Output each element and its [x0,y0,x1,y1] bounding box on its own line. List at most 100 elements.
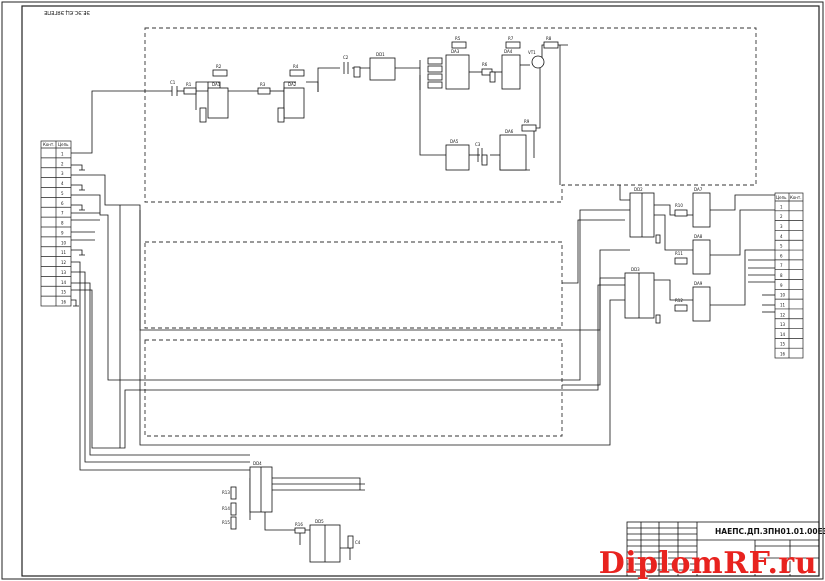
left-table-header-1: Конт. [43,142,55,147]
right-table-contact-number: 6 [780,253,783,258]
da6-body [499,134,527,171]
right-table-contact-number: 14 [780,332,786,337]
right-table-contact-number: 13 [780,322,786,327]
label-da6: DA6 [505,129,514,134]
right-table-contact-number: 4 [780,234,783,239]
right-table-contact-number: 8 [780,273,783,278]
right-table-header-2: Конт. [790,195,802,200]
label-r5: R5 [455,36,461,41]
label-da3: DA3 [451,49,460,54]
document-code: НАЕПС.ДП.ЗПН01.01.00ЕЭ [715,527,825,536]
left-table-contact-number: 8 [61,221,64,226]
label-r8: R8 [546,36,552,41]
label-r9: R9 [524,119,530,124]
right-table-contact-number: 11 [780,302,786,307]
da7-body [692,192,711,228]
label-r11: R11 [675,251,683,256]
left-table-contact-number: 2 [61,161,64,166]
component-bodies [171,41,711,563]
label-r4: R4 [293,64,299,69]
label-da2: DA2 [288,82,297,87]
label-r3: R3 [260,82,266,87]
right-table-contact-number: 7 [780,263,783,268]
label-dd2: DD2 [634,187,643,192]
right-table-contact-number: 5 [780,244,783,249]
label-r16: R16 [295,522,303,527]
label-r12: R12 [675,298,683,303]
dd3-body [624,272,655,319]
label-r15: R15 [222,520,230,525]
da3-body [445,54,470,90]
label-r2: R2 [216,64,222,69]
dashed-blocks [144,27,757,437]
left-table-contact-number: 6 [61,201,64,206]
left-table-contact-number: 15 [61,290,67,295]
watermark-logo: DiplomRF.ru [598,546,817,581]
label-r14: R14 [222,506,230,511]
left-table-contact-number: 3 [61,171,64,176]
left-table-contact-number: 9 [61,230,64,235]
label-r7: R7 [508,36,514,41]
da9-body [692,286,711,322]
corner-code: ЭЕ.ЭС.ЄЦ.ЭЯГЕПЕ [44,9,90,15]
title-block [626,521,820,577]
da1-body [207,87,229,119]
label-r10: R10 [675,203,683,208]
da4-body [501,54,521,90]
wiring [71,44,775,560]
right-table-header-1: Цепь [776,195,787,200]
label-r6: R6 [482,62,488,67]
left-table-contact-number: 14 [61,280,67,285]
component-labels: C1 R1 R2 DA1 R3 R4 DA2 C2 DD1 R5 DA3 R6 … [170,36,703,545]
label-dd5: DD5 [315,519,324,524]
right-table-contact-number: 9 [780,283,783,288]
label-da4: DA4 [504,49,513,54]
label-r1: R1 [186,82,192,87]
block-middle [144,241,563,329]
da5-body [445,144,470,171]
left-table-header-2: Цепь [58,142,69,147]
label-vt1: VT1 [528,50,536,55]
left-table-contact-number: 13 [61,270,67,275]
right-table-contact-number: 1 [780,204,783,209]
label-da8: DA8 [694,234,703,239]
da8-body [692,239,711,275]
block-bottom [144,339,563,437]
left-table-contact-number: 11 [61,250,67,255]
block-top [144,27,757,203]
dd1-body [369,57,396,81]
label-dd3: DD3 [631,267,640,272]
right-connector-table [774,192,804,359]
left-connector-table [40,140,72,307]
left-table-contact-number: 1 [61,151,64,156]
left-table-contact-number: 12 [61,260,67,265]
label-da5: DA5 [450,139,459,144]
label-c2: C2 [343,55,349,60]
label-r13: R13 [222,490,230,495]
label-da1: DA1 [212,82,221,87]
left-table-contact-number: 7 [61,211,64,216]
left-table-grounds [71,164,85,307]
left-table-contact-number: 4 [61,181,64,186]
label-da9: DA9 [694,281,703,286]
right-table-contact-number: 3 [780,224,783,229]
right-table-contact-number: 16 [780,352,786,357]
vt1-symbol [531,55,545,69]
left-table-contact-number: 16 [61,300,67,305]
da2-body [283,87,305,119]
label-dd4: DD4 [253,461,262,466]
right-table-contact-number: 10 [780,293,786,298]
label-da7: DA7 [694,187,703,192]
right-table-contact-number: 15 [780,342,786,347]
left-table-contact-number: 10 [61,240,67,245]
label-c4: C4 [355,540,361,545]
left-table-contact-number: 5 [61,191,64,196]
label-c3: C3 [475,142,481,147]
right-table-contact-number: 12 [780,312,786,317]
label-dd1: DD1 [376,52,385,57]
label-c1: C1 [170,80,176,85]
